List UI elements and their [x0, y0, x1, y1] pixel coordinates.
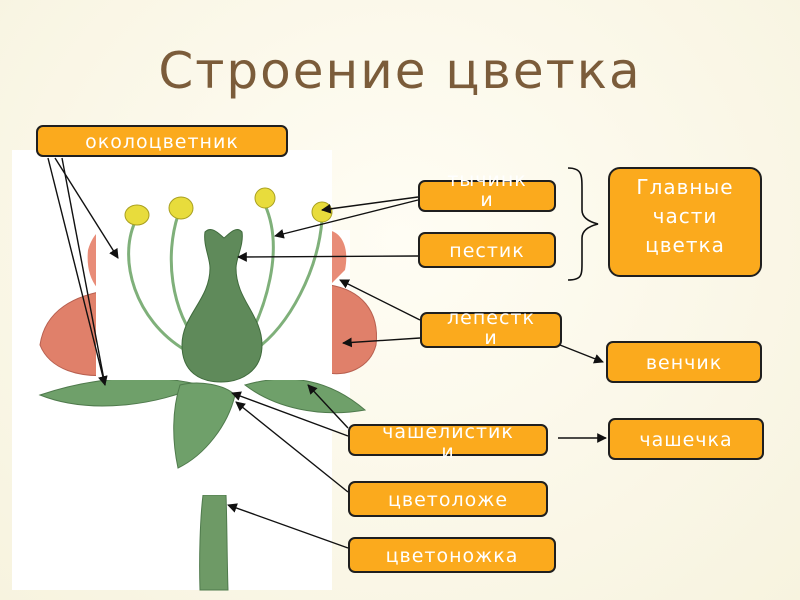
brace-main-parts — [567, 167, 599, 281]
page-title: Строение цветка — [158, 42, 642, 100]
anther-icon — [124, 204, 150, 226]
arrow-petals-1 — [339, 279, 421, 321]
stamen-filament-4 — [254, 219, 324, 352]
arrow-corolla — [559, 344, 604, 364]
arrow-petals-2 — [342, 337, 421, 348]
label-stamens: тычинк и — [418, 170, 556, 212]
label-pistil: пестик — [418, 232, 556, 268]
pistil-icon — [181, 229, 263, 383]
arrow-pistil — [237, 252, 419, 262]
arrow-perianth-1 — [47, 157, 108, 386]
anther-icon — [254, 187, 276, 209]
arrow-stamens-1 — [321, 196, 419, 214]
label-petals: лепестк и — [420, 308, 562, 348]
stem-icon — [199, 494, 229, 591]
stem-gap — [180, 470, 240, 495]
sepal-center-icon — [173, 382, 236, 469]
label-pedicel: цветоножка — [348, 537, 556, 573]
anther-icon — [168, 196, 194, 220]
arrow-stamens-2 — [274, 199, 419, 239]
arrow-sepals-2 — [231, 391, 349, 437]
label-main-parts: Главные части цветка — [608, 167, 762, 277]
anther-icon — [311, 201, 333, 223]
petal-right-icon — [324, 284, 377, 375]
label-receptacle: цветоложе — [348, 481, 548, 517]
label-corolla: венчик — [606, 341, 762, 383]
arrow-pedicel — [227, 503, 349, 549]
stamen-filament-1 — [127, 221, 186, 352]
arrow-receptacle — [235, 401, 349, 493]
label-calyx: чашечка — [608, 418, 764, 460]
arrow-sepals-1 — [307, 384, 349, 429]
label-sepals: чашелистик и — [348, 422, 548, 462]
label-perianth: околоцветник — [36, 125, 288, 157]
arrow-perianth-3 — [61, 157, 106, 386]
